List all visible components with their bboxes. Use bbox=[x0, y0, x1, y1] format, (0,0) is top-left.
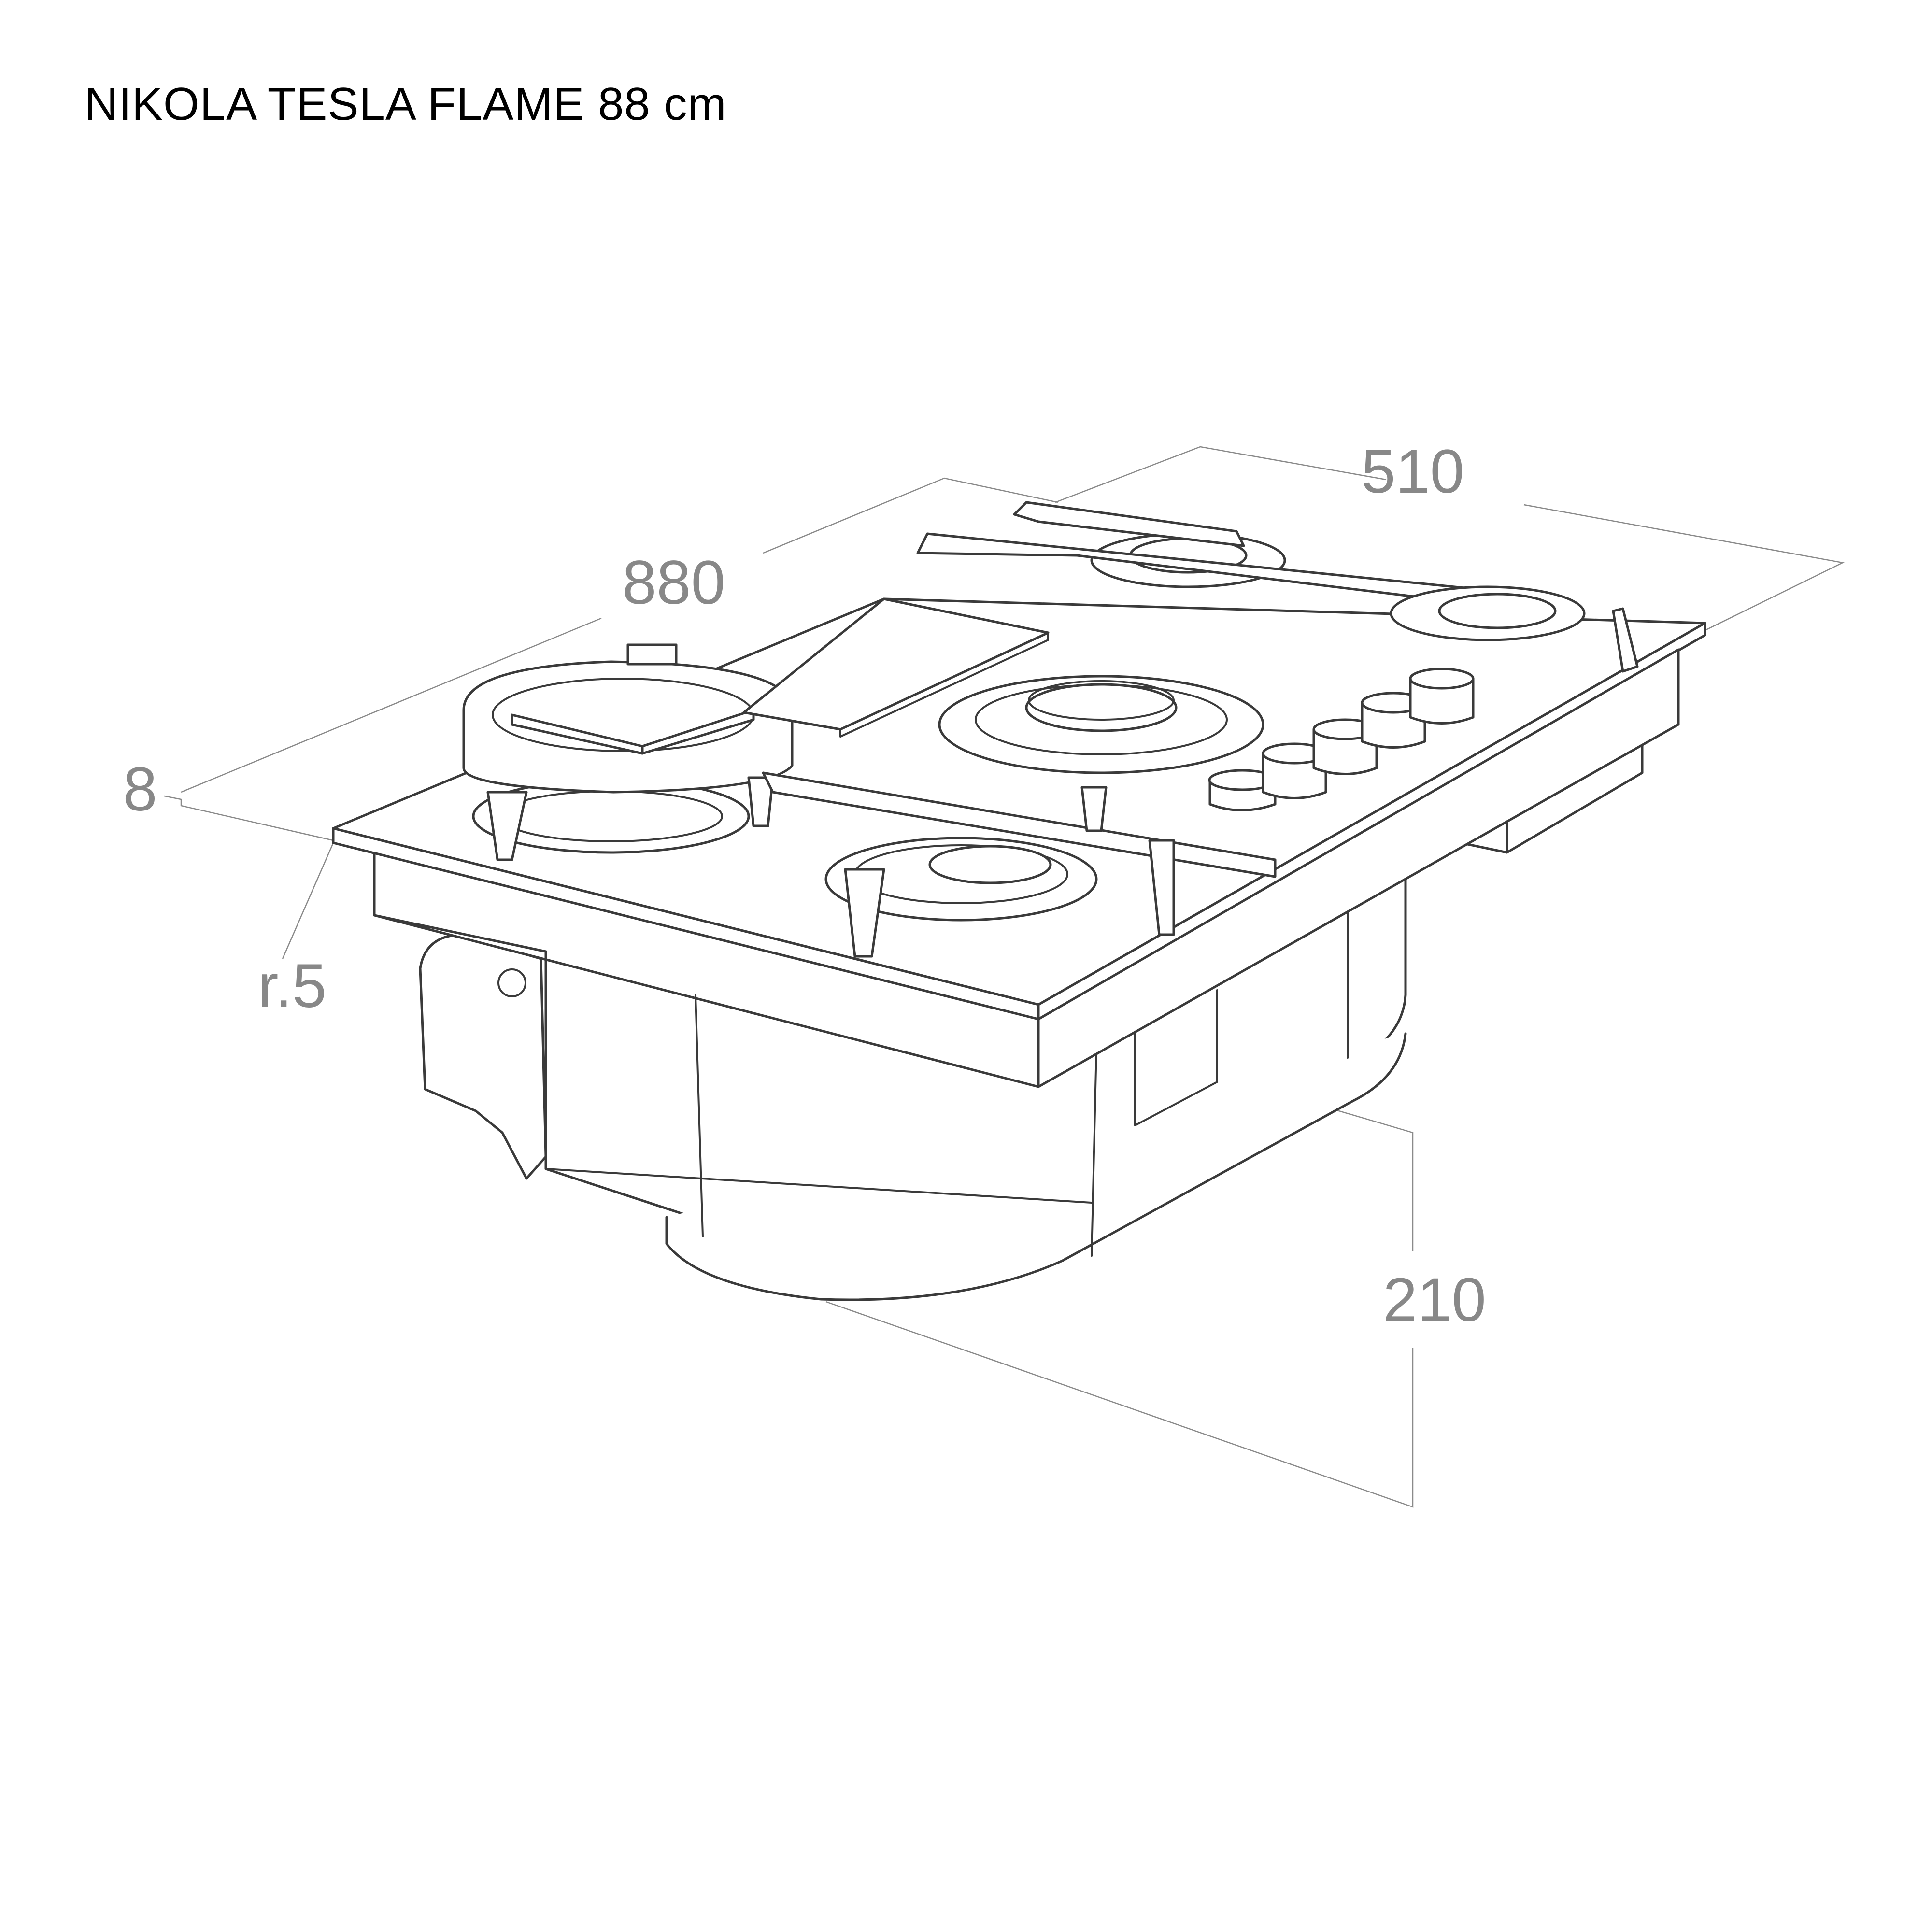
back-left-grate-leg bbox=[1013, 501, 1245, 547]
housing-lower-tub bbox=[665, 1032, 1407, 1301]
dimension-line-510-right bbox=[1523, 504, 1845, 634]
front-right-burner bbox=[762, 771, 1277, 958]
wok-ring-support bbox=[462, 660, 794, 794]
front-right-grate-leg-3 bbox=[1148, 839, 1175, 936]
housing-recess bbox=[1134, 989, 1218, 1126]
center-burner bbox=[938, 675, 1264, 774]
housing-seam-1 bbox=[695, 994, 704, 1237]
center-burner-cap bbox=[1025, 683, 1178, 732]
dimension-label-height: 210 bbox=[1383, 1265, 1486, 1335]
dimension-line-210-bottom bbox=[825, 1301, 1414, 1508]
glass-top-right-edge bbox=[1037, 622, 1706, 1021]
glass-top-side-panel bbox=[1037, 648, 1680, 1088]
dimension-label-depth: 510 bbox=[1361, 437, 1464, 506]
dimension-line-510 bbox=[1055, 446, 1387, 503]
housing-seam-2 bbox=[1091, 1047, 1097, 1257]
dimension-line-880-top bbox=[763, 477, 1058, 554]
front-right-grate bbox=[762, 771, 1277, 878]
front-right-burner-cap bbox=[928, 845, 1052, 884]
front-right-grate-leg-1 bbox=[844, 868, 885, 958]
control-knob-1[interactable] bbox=[1208, 769, 1277, 811]
dimension-line-r5 bbox=[282, 842, 334, 959]
griddle-plate bbox=[742, 597, 1050, 738]
control-knobs bbox=[1208, 668, 1475, 811]
center-burner-cap-top bbox=[1028, 680, 1175, 721]
housing-front-edge bbox=[545, 1168, 1093, 1204]
wok-grate-leg-1 bbox=[486, 791, 528, 861]
control-knob-5[interactable] bbox=[1409, 668, 1475, 724]
back-burners bbox=[916, 501, 1639, 673]
side-module-port bbox=[497, 968, 526, 997]
dimension-labels: 510 880 8 r.5 210 bbox=[123, 437, 1486, 1335]
front-right-grate-leg-2 bbox=[1080, 786, 1108, 832]
product-title: NIKOLA TESLA FLAME 88 cm bbox=[85, 78, 726, 130]
griddle-edge bbox=[839, 632, 1049, 738]
side-module bbox=[419, 933, 547, 1180]
wok-ring-notch bbox=[626, 643, 678, 666]
back-right-grate-post bbox=[1612, 607, 1639, 673]
dimension-line-880-left bbox=[181, 617, 602, 793]
back-right-burner-cap bbox=[1438, 593, 1557, 629]
control-knob-2[interactable] bbox=[1262, 742, 1327, 799]
wok-burner bbox=[462, 643, 794, 861]
dimension-label-width: 880 bbox=[622, 548, 725, 617]
wok-grate-bar-2 bbox=[641, 709, 755, 755]
dimension-label-thickness: 8 bbox=[123, 755, 157, 824]
dimension-label-radius: r.5 bbox=[258, 952, 327, 1021]
dimension-line-8 bbox=[164, 795, 334, 841]
